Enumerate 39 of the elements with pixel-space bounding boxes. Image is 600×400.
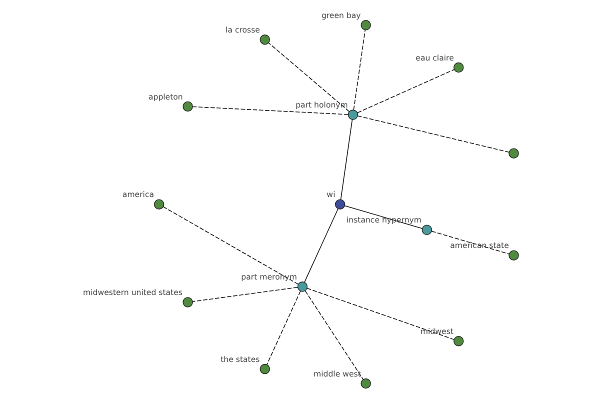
connector — [304, 290, 364, 380]
node-label: green bay — [320, 10, 360, 20]
connector — [192, 286, 298, 302]
node-label: america — [122, 190, 154, 200]
node-label: appleton — [148, 92, 182, 102]
node-circle — [508, 250, 518, 260]
node-label: part meronym — [240, 272, 297, 282]
connector — [352, 30, 366, 110]
connector — [266, 290, 300, 365]
node-circle — [508, 148, 518, 158]
node-label: american state — [450, 241, 508, 250]
node-label: la crosse — [225, 25, 260, 34]
connector — [356, 69, 454, 114]
node-circle — [153, 199, 164, 210]
node-circle — [296, 282, 308, 292]
node-circle — [347, 110, 358, 120]
node-circle — [259, 34, 270, 45]
node-label: the states — [220, 354, 260, 364]
node-circle — [182, 297, 192, 308]
connector — [192, 106, 348, 115]
node-circle — [182, 101, 192, 112]
node-circle — [360, 20, 370, 30]
connector — [430, 230, 509, 254]
node-label: midwestern united states — [82, 288, 182, 297]
node-circle — [360, 378, 370, 389]
connector — [306, 288, 454, 340]
node-circle — [453, 62, 464, 73]
connector — [340, 119, 352, 200]
node-circle — [421, 224, 432, 235]
node-label: wi — [326, 190, 335, 200]
connector — [268, 42, 350, 112]
node-circle — [334, 199, 345, 210]
node-circle — [453, 336, 464, 346]
node-label: eau claire — [415, 53, 454, 62]
node-circle — [259, 364, 270, 374]
node-label: part holonym — [295, 100, 348, 110]
connector — [356, 115, 509, 153]
connector — [304, 208, 338, 283]
connector — [162, 206, 298, 285]
